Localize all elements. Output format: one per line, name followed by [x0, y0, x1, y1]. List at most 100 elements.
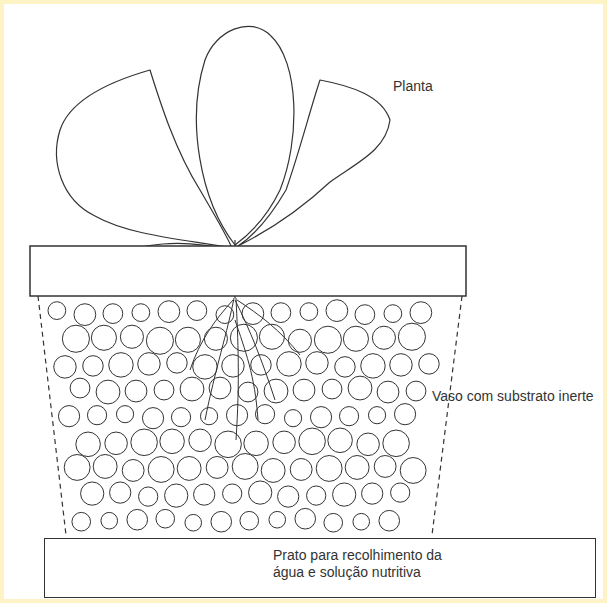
- substrate-bead: [160, 429, 185, 454]
- substrate-bead: [333, 483, 356, 506]
- substrate-bead: [72, 512, 91, 531]
- plant-leaf: [196, 26, 293, 245]
- substrate-bead: [394, 404, 415, 425]
- substrate-bead: [177, 457, 201, 481]
- substrate-bead: [361, 354, 385, 378]
- substrate-bead: [269, 511, 286, 528]
- substrate-bead: [232, 454, 258, 480]
- substrate-bead: [103, 304, 123, 324]
- substrate-bead: [398, 323, 425, 350]
- substrate-bead: [48, 302, 66, 320]
- substrate-bead: [127, 509, 148, 530]
- substrate-bead: [81, 482, 104, 505]
- substrate-bead: [96, 380, 120, 404]
- substrate-bead: [419, 354, 439, 374]
- substrate-bead: [171, 408, 190, 427]
- substrate-bead: [64, 455, 90, 481]
- substrate-bead: [406, 381, 426, 401]
- substrate-bead: [120, 325, 143, 348]
- substrate-bead: [264, 379, 288, 403]
- substrate-bead: [189, 429, 212, 452]
- dish-label: Prato para recolhimento da água e soluçã…: [273, 547, 463, 581]
- substrate-bead: [139, 487, 158, 506]
- substrate-bead: [288, 329, 311, 352]
- substrate-bead: [175, 327, 200, 352]
- substrate-bead: [58, 406, 79, 427]
- substrate-bead: [383, 430, 410, 457]
- substrate-bead: [295, 508, 316, 529]
- substrate-bead: [131, 429, 158, 456]
- substrate-bead: [122, 460, 144, 482]
- substrate-bead: [293, 379, 315, 401]
- substrate-bead: [299, 428, 326, 455]
- substrate-bead: [74, 304, 96, 326]
- substrate-bead: [193, 355, 217, 379]
- substrate-bead: [146, 327, 173, 354]
- substrate-bead: [76, 432, 101, 457]
- substrate-bead: [377, 381, 399, 403]
- substrate-bead: [374, 456, 396, 478]
- substrate-bead: [156, 509, 175, 528]
- substrate-bead: [194, 484, 215, 505]
- substrate-bead: [222, 355, 244, 377]
- substrate-bead: [372, 326, 395, 349]
- part-label: Planta: [393, 78, 513, 95]
- substrate-bead: [277, 352, 301, 376]
- substrate-bead: [158, 301, 180, 323]
- substrate-bead: [101, 512, 118, 529]
- substrate-bead: [271, 303, 291, 323]
- substrate-bead: [138, 353, 160, 375]
- substrate-bead: [368, 407, 385, 424]
- substrate-bead: [93, 455, 117, 479]
- substrate-bead: [314, 326, 341, 353]
- substrate-bead: [216, 306, 234, 324]
- substrate-bead: [244, 431, 269, 456]
- substrate-bead: [316, 456, 342, 482]
- substrate-bead: [87, 406, 106, 425]
- substrate-bead: [132, 304, 150, 322]
- substrate-bead: [105, 432, 128, 455]
- substrate-bead: [54, 356, 76, 378]
- substrate-bead: [400, 458, 426, 484]
- substrate-bead: [345, 456, 369, 480]
- substrate-bead: [278, 486, 299, 507]
- substrate-bead: [379, 510, 400, 531]
- substrate-bead: [353, 513, 370, 530]
- substrate-bead: [290, 459, 312, 481]
- substrate-bead: [391, 483, 410, 502]
- substrate-bead: [200, 408, 217, 425]
- substrate-bead: [307, 486, 326, 505]
- substrate-bead: [348, 376, 372, 400]
- substrate-bead: [310, 407, 331, 428]
- substrate-bead: [251, 355, 271, 375]
- substrate-bead: [273, 431, 296, 454]
- substrate-bead: [83, 356, 103, 376]
- substrate-bead: [91, 325, 116, 350]
- part-label: Vaso com substrato inerte: [432, 388, 600, 405]
- substrate-bead: [259, 324, 284, 349]
- substrate-bead: [211, 511, 232, 532]
- substrate-bead: [185, 514, 202, 531]
- substrate-bead: [335, 357, 355, 377]
- substrate-bead: [306, 352, 328, 374]
- substrate-bead: [187, 301, 207, 321]
- substrate-bead: [142, 408, 163, 429]
- substrate-bead: [154, 380, 174, 400]
- collection-dish: Prato para recolhimento da água e soluçã…: [44, 538, 596, 598]
- substrate-bead: [167, 353, 187, 373]
- substrate-bead: [70, 378, 90, 398]
- substrate-bead: [223, 484, 242, 503]
- substrate-bead: [109, 353, 133, 377]
- substrate-bead: [206, 457, 228, 479]
- substrate-bead: [324, 513, 343, 532]
- substrate-bead: [362, 483, 383, 504]
- substrate-bead: [339, 407, 358, 426]
- substrate-bead: [261, 459, 285, 483]
- substrate-bead: [355, 305, 375, 325]
- substrate-bead: [322, 379, 342, 399]
- substrate-bead: [110, 482, 131, 503]
- substrate-bead: [328, 428, 353, 453]
- substrate-bead: [255, 405, 274, 424]
- substrate-bead: [326, 300, 348, 322]
